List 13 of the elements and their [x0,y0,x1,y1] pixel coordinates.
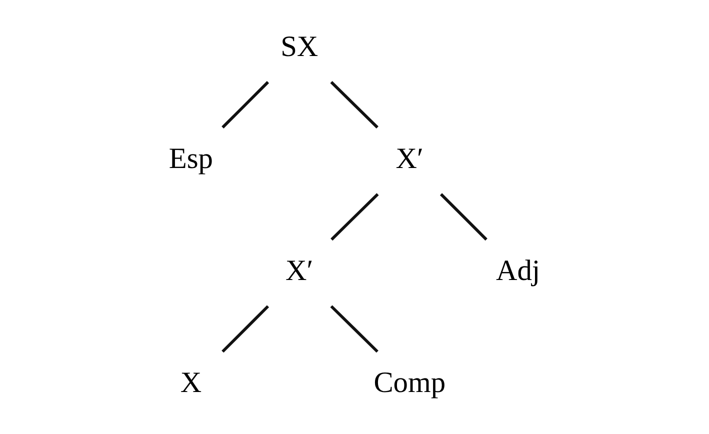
node-text: Adj [496,255,540,288]
node-text: X′ [286,255,314,288]
node-text: X′ [396,142,424,175]
connector [330,81,378,128]
node-text: Esp [168,142,214,175]
connector [330,305,378,353]
node-text: X [180,367,202,400]
connector [222,81,270,128]
connector [222,305,270,353]
node-text: Comp [374,367,446,400]
connector [440,193,488,241]
node-text: SX [280,30,318,63]
connector [330,193,379,241]
